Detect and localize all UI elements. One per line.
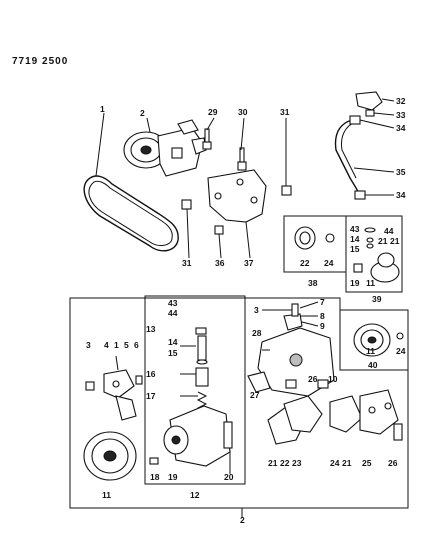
label-kit39-15: 15 <box>350 244 360 254</box>
label-valve-43: 43 <box>168 298 178 308</box>
label-valve-13: 13 <box>146 324 156 334</box>
label-kit39-14: 14 <box>350 234 360 244</box>
bolt-26 <box>285 379 297 389</box>
nut-31-top <box>281 185 292 196</box>
label-body-20: 20 <box>224 472 234 482</box>
pump-body <box>149 405 233 467</box>
label-bracket-4: 4 <box>104 340 109 350</box>
stud-36 <box>214 225 224 235</box>
label-gasket-26: 26 <box>388 458 398 468</box>
label-kit39-21b: 21 <box>390 236 400 246</box>
label-pulley-kit-40: 40 <box>368 360 378 370</box>
pump-assembly-top <box>123 119 207 177</box>
label-body-19: 19 <box>168 472 178 482</box>
label-bolt-29: 29 <box>208 107 218 117</box>
pulley-11 <box>83 431 137 481</box>
label-belt: 1 <box>100 104 105 114</box>
label-kit39-19: 19 <box>350 278 360 288</box>
label-clip-34-bottom: 34 <box>396 190 406 200</box>
bracket-27 <box>247 371 271 393</box>
label-bracket-5: 5 <box>124 340 129 350</box>
label-pulley40-11: 11 <box>366 346 375 356</box>
label-gasket-23: 23 <box>292 458 302 468</box>
label-kit39-21a: 21 <box>378 236 388 246</box>
label-stud-36: 36 <box>215 258 225 268</box>
label-bracket-1: 1 <box>114 340 119 350</box>
label-clip-32: 32 <box>396 96 406 106</box>
v-belt <box>83 175 179 252</box>
pump-cover <box>257 303 335 397</box>
label-pin-18: 18 <box>150 472 160 482</box>
label-cover-28: 28 <box>252 328 262 338</box>
label-bracket-37: 37 <box>244 258 254 268</box>
leader-lines <box>95 98 395 518</box>
label-kit-39: 39 <box>372 294 382 304</box>
label-cover-7: 7 <box>320 297 325 307</box>
label-kit39-11: 11 <box>366 278 375 288</box>
label-pulley-11: 11 <box>102 490 111 500</box>
label-bracket-3: 3 <box>86 340 91 350</box>
label-gasket-21b: 21 <box>342 458 352 468</box>
label-kit38-24: 24 <box>324 258 334 268</box>
label-cover-27: 27 <box>250 390 260 400</box>
label-nut-31-bottom: 31 <box>182 258 192 268</box>
label-cover-10: 10 <box>328 374 338 384</box>
bolt-29 <box>202 128 212 150</box>
return-hose <box>334 91 383 200</box>
label-nut-31-top: 31 <box>280 107 290 117</box>
valve-body-12-box <box>144 295 246 485</box>
label-part-33: 33 <box>396 110 406 120</box>
seal-kit-39-box <box>345 215 403 293</box>
label-kit39-44: 44 <box>384 226 394 236</box>
label-cover-9: 9 <box>320 321 325 331</box>
label-kit39-43: 43 <box>350 224 360 234</box>
gasket-set <box>267 389 403 445</box>
flow-control-valve-parts <box>195 327 209 413</box>
label-hose-35: 35 <box>396 167 406 177</box>
label-valve-14: 14 <box>168 337 178 347</box>
label-bolt-30: 30 <box>238 107 248 117</box>
label-bracket-6: 6 <box>134 340 139 350</box>
seal-kit-39-parts <box>353 227 400 283</box>
label-assembly-2: 2 <box>240 515 245 525</box>
label-body-12: 12 <box>190 490 200 500</box>
label-valve-15: 15 <box>168 348 178 358</box>
mounting-bracket <box>207 169 267 223</box>
label-valve-17: 17 <box>146 391 156 401</box>
pulley-kit-40-parts <box>353 323 404 357</box>
pulley-kit-40-box <box>339 309 409 371</box>
callout-labels: 1 2 29 30 31 32 33 34 35 34 31 36 37 22 … <box>86 96 406 525</box>
label-cover-26: 26 <box>308 374 318 384</box>
seal-kit-38-parts <box>294 226 335 250</box>
label-pulley40-24: 24 <box>396 346 406 356</box>
label-cover-8: 8 <box>320 311 325 321</box>
label-gasket-25: 25 <box>362 458 372 468</box>
seal-kit-38-box <box>283 215 347 273</box>
label-gasket-22: 22 <box>280 458 290 468</box>
pump-bracket-parts <box>85 369 143 421</box>
label-clip-34-top: 34 <box>396 123 406 133</box>
nut-31-bottom <box>181 199 192 210</box>
label-valve-16: 16 <box>146 369 156 379</box>
label-kit38-22: 22 <box>300 258 310 268</box>
label-kit-38: 38 <box>308 278 318 288</box>
label-gasket-21a: 21 <box>268 458 278 468</box>
label-cover-3: 3 <box>254 305 259 315</box>
diagram-code: 7719 2500 <box>12 56 68 67</box>
label-gasket-24: 24 <box>330 458 340 468</box>
label-valve-44: 44 <box>168 308 178 318</box>
label-pump-assembly: 2 <box>140 108 145 118</box>
